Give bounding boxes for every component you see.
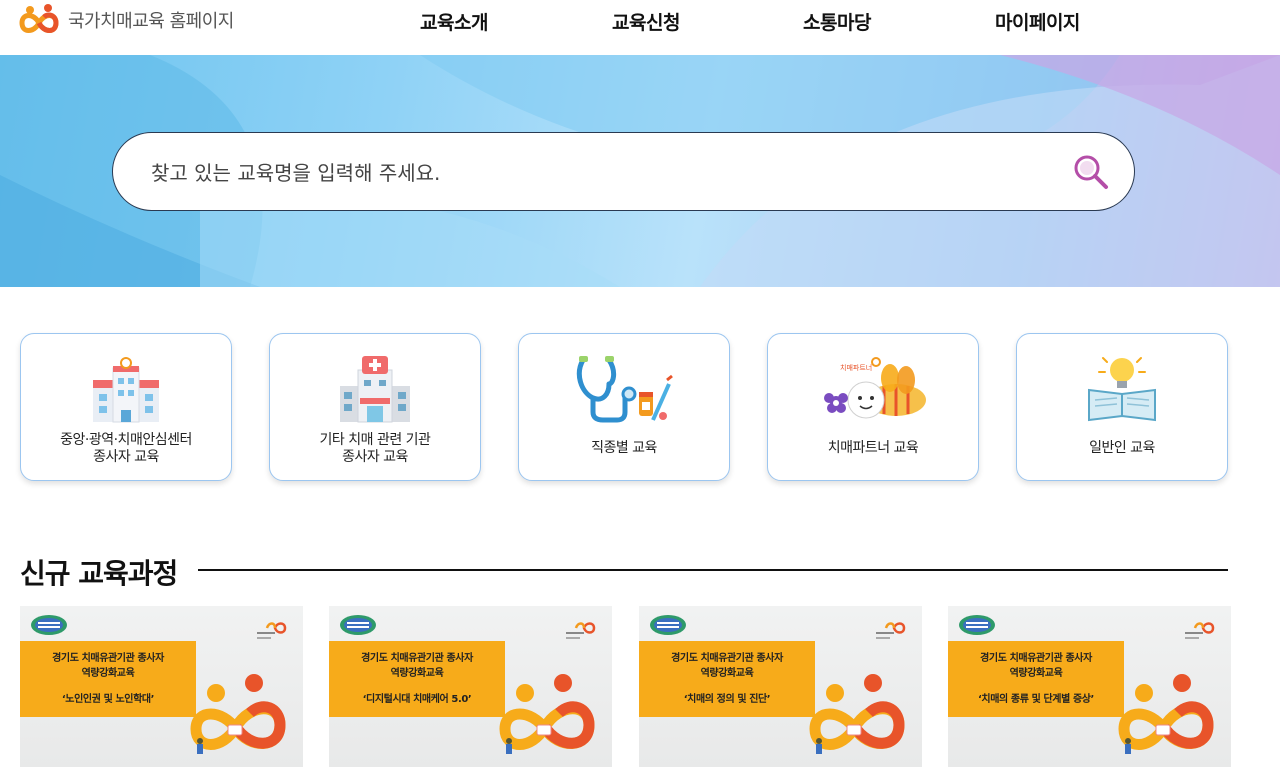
- category-label: 기타 치매 관련 기관 종사자 교육: [319, 432, 431, 465]
- category-label: 치매파트너 교육: [827, 440, 919, 456]
- search-bar: [112, 132, 1135, 211]
- dementia-center-logo-icon: [257, 622, 287, 639]
- lightbulb-book-icon: [1088, 357, 1156, 422]
- course-title-line1: 경기도 치매유관기관 종사자: [361, 653, 473, 664]
- nav-item-apply[interactable]: 교육신청: [612, 12, 680, 34]
- course-title-line1: 경기도 치매유관기관 종사자: [52, 653, 164, 664]
- search-icon[interactable]: [1070, 151, 1112, 193]
- logo-icon: [19, 4, 59, 33]
- category-label: 직종별 교육: [591, 440, 657, 456]
- hero-banner: [0, 55, 1280, 287]
- course-badge-icon: [31, 615, 67, 635]
- bee-partner-icon: 치매파트너: [824, 357, 926, 419]
- section-title-new-courses: 신규 교육과정: [20, 557, 178, 590]
- course-title-line1: 경기도 치매유관기관 종사자: [980, 653, 1092, 664]
- section-divider: [198, 569, 1228, 571]
- main-nav: 교육소개 교육신청 소통마당 마이페이지: [0, 8, 1280, 38]
- course-title-band: [20, 641, 196, 717]
- category-cards: 중앙·광역·치매안심센터 종사자 교육 기타 치매 관련 기관 종사자 교육: [0, 333, 1280, 483]
- course-logo-illustration-icon: [1118, 674, 1214, 754]
- course-subtitle: ‘치매의 종류 및 단계별 증상’: [978, 694, 1094, 705]
- category-card-general-public[interactable]: 일반인 교육: [1016, 333, 1228, 481]
- course-badge-icon: [340, 615, 376, 635]
- course-subtitle: ‘디지털시대 치매케어 5.0’: [362, 694, 472, 705]
- course-subtitle: ‘노인인권 및 노인학대’: [61, 694, 155, 705]
- category-card-other-institutions[interactable]: 기타 치매 관련 기관 종사자 교육: [269, 333, 481, 481]
- course-badge-icon: [650, 615, 686, 635]
- dementia-center-logo-icon: [566, 622, 596, 639]
- site-logo[interactable]: 국가치매교육 홈페이지: [18, 3, 234, 37]
- site-name: 국가치매교육 홈페이지: [68, 11, 234, 32]
- course-logo-illustration-icon: [190, 674, 286, 754]
- course-badge-icon: [959, 615, 995, 635]
- course-title-band: [639, 641, 815, 717]
- category-label: 중앙·광역·치매안심센터 종사자 교육: [60, 432, 192, 465]
- course-title-line2: 역량강화교육: [700, 668, 754, 679]
- site-header: 국가치매교육 홈페이지 교육소개 교육신청 소통마당 마이페이지: [0, 0, 1280, 55]
- category-card-dementia-partner[interactable]: 치매파트너 치매파트너 교육: [767, 333, 979, 481]
- svg-text:치매파트너: 치매파트너: [840, 363, 872, 372]
- course-title-line2: 역량강화교육: [1009, 668, 1063, 679]
- course-logo-illustration-icon: [499, 674, 595, 754]
- search-input[interactable]: [151, 157, 1031, 189]
- dementia-center-building-icon: [93, 357, 159, 423]
- course-title-band: [329, 641, 505, 717]
- hospital-building-icon: [340, 356, 410, 423]
- course-subtitle: ‘치매의 정의 및 진단’: [683, 694, 771, 705]
- category-card-by-occupation[interactable]: 직종별 교육: [518, 333, 730, 481]
- course-title-line2: 역량강화교육: [390, 668, 444, 679]
- course-title-line2: 역량강화교육: [81, 668, 135, 679]
- stethoscope-medicine-icon: [576, 356, 673, 423]
- category-label: 일반인 교육: [1089, 440, 1155, 456]
- course-title-line1: 경기도 치매유관기관 종사자: [671, 653, 783, 664]
- category-card-dementia-center[interactable]: 중앙·광역·치매안심센터 종사자 교육: [20, 333, 232, 481]
- nav-item-intro[interactable]: 교육소개: [420, 12, 488, 34]
- course-logo-illustration-icon: [809, 674, 905, 754]
- nav-item-community[interactable]: 소통마당: [803, 12, 871, 34]
- dementia-center-logo-icon: [876, 622, 906, 639]
- course-title-band: [948, 641, 1124, 717]
- dementia-center-logo-icon: [1185, 622, 1215, 639]
- nav-item-mypage[interactable]: 마이페이지: [995, 12, 1080, 34]
